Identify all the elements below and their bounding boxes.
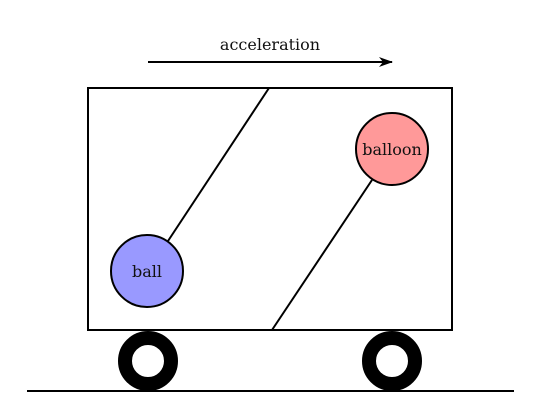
balloon-label: balloon bbox=[362, 140, 422, 159]
right-wheel bbox=[362, 331, 422, 391]
balloon bbox=[355, 112, 429, 186]
ball bbox=[110, 234, 184, 308]
ball-label: ball bbox=[132, 262, 162, 281]
left-wheel bbox=[118, 331, 178, 391]
ball-string bbox=[167, 87, 270, 242]
balloon-string bbox=[271, 179, 373, 331]
acceleration-label: acceleration bbox=[220, 35, 320, 54]
